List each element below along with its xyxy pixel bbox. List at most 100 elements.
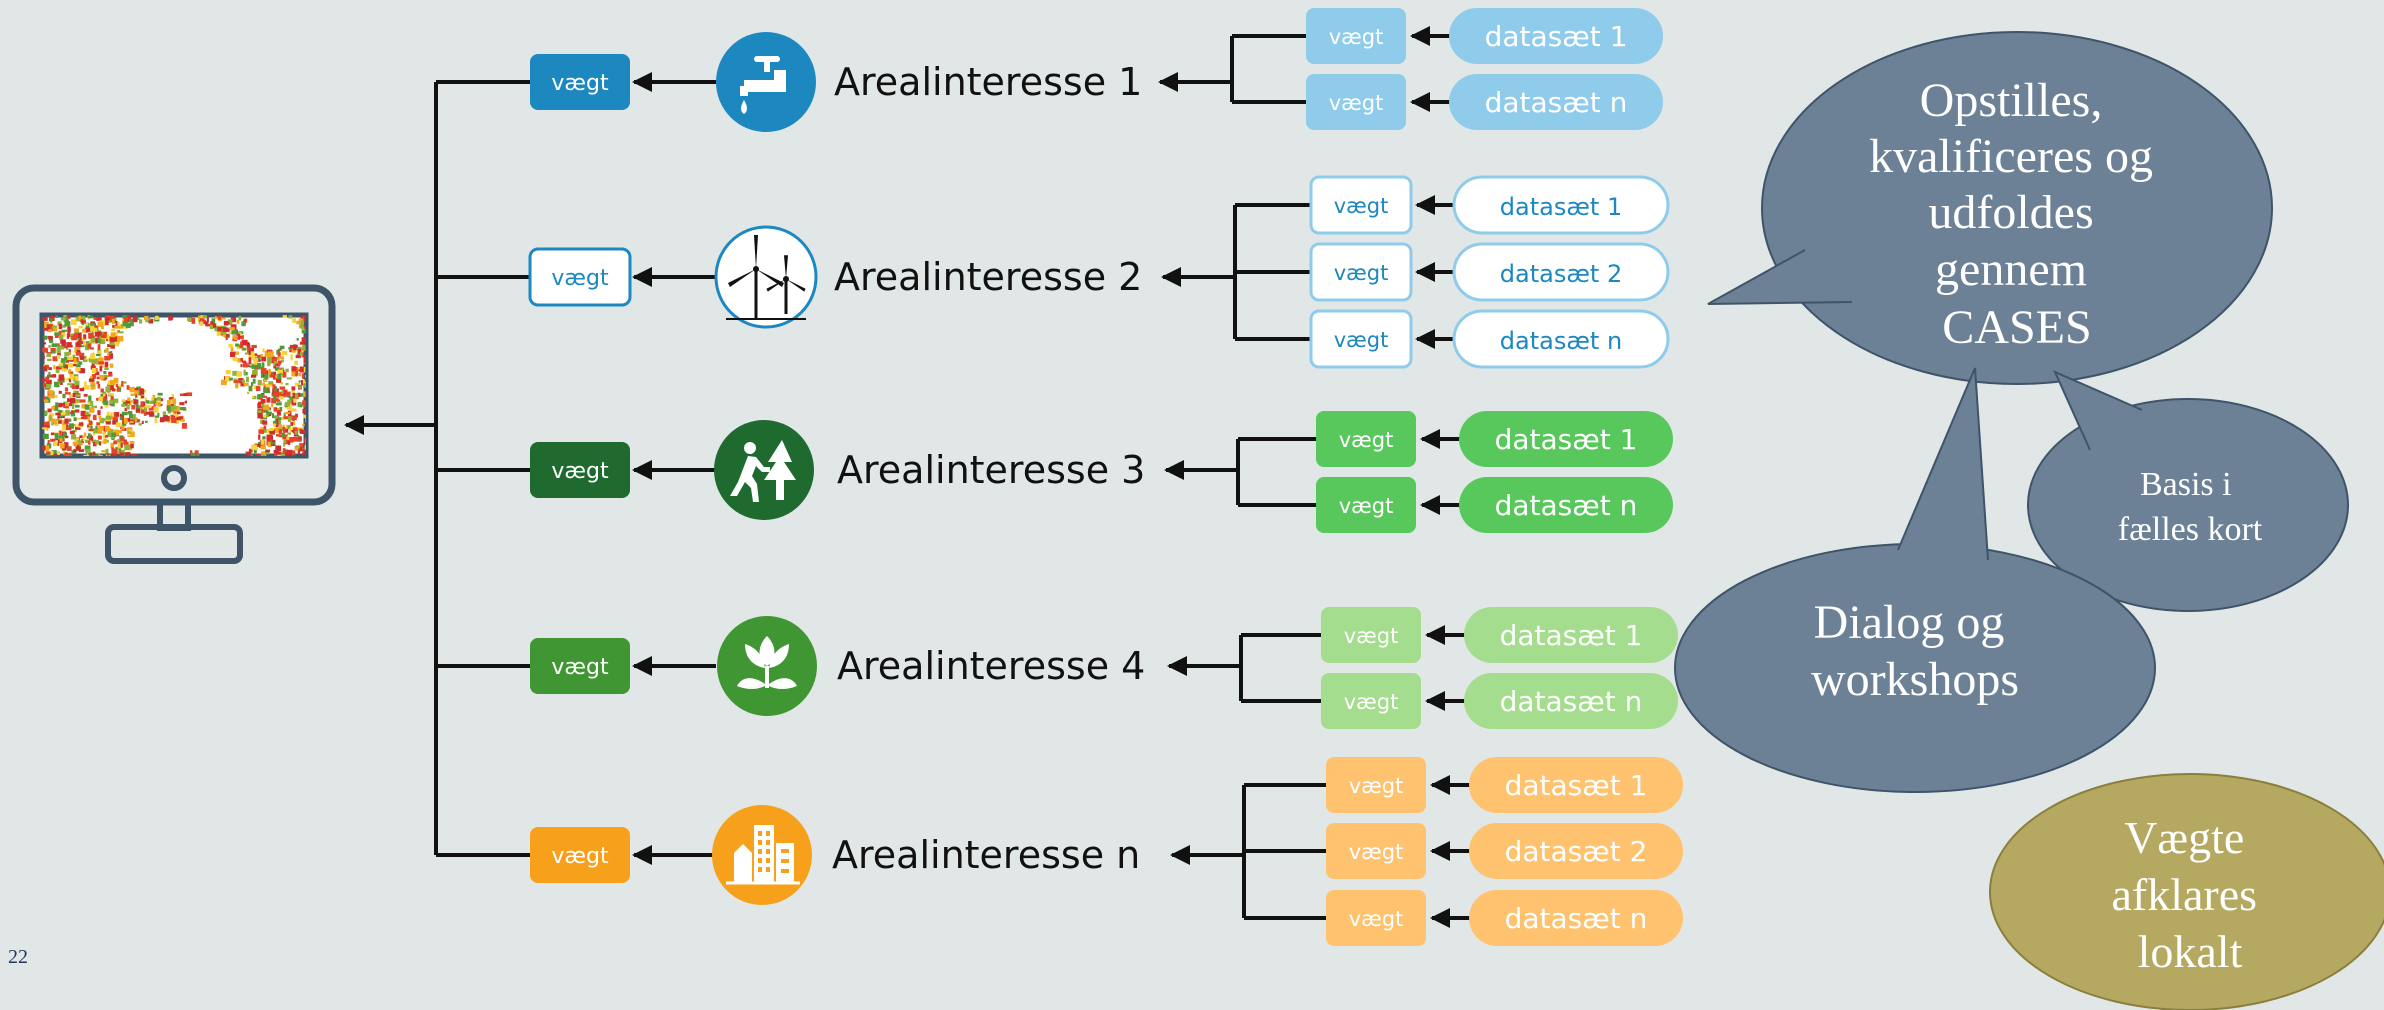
dataset-weight-label: vægt	[1334, 328, 1389, 352]
svg-text:Vægte afklares lok: Vægte afklares lokalt	[2111, 812, 2268, 977]
dataset-item: vægt datasæt 2	[1235, 242, 1670, 302]
dataset-pill	[1464, 673, 1678, 729]
dataset-pill	[1469, 757, 1683, 813]
dataset-item: vægt datasæt 1	[1238, 411, 1673, 467]
dataset-name: datasæt 1	[1495, 423, 1638, 456]
dataset-weight-box	[1321, 673, 1421, 729]
dataset-pill	[1452, 242, 1670, 302]
flower-icon	[717, 616, 817, 716]
dataset-weight-box	[1316, 477, 1416, 533]
dataset-weight-label: vægt	[1349, 840, 1404, 864]
callout-basis: Basis i fælles kort	[2027, 370, 2349, 612]
computer-monitor-icon	[12, 284, 336, 564]
weights-line-2: afklares	[2111, 869, 2257, 920]
dataset-name: datasæt 2	[1500, 260, 1622, 288]
dataset-pill	[1469, 890, 1683, 946]
interest-weight-box	[530, 442, 630, 498]
basis-line-2: fælles kort	[2118, 511, 2263, 548]
dataset-pill	[1469, 823, 1683, 879]
dataset-weight-box	[1309, 309, 1413, 369]
interest-row-1: vægt Arealinteresse 1 vægt datasæt 1 vægt dat…	[436, 8, 1663, 132]
dataset-pill	[1459, 411, 1673, 467]
interest-weight-box	[530, 827, 630, 883]
interest-weight-box	[530, 638, 630, 694]
interest-weight-label: vægt	[551, 459, 609, 484]
callout-dialog: Dialog og workshops	[1674, 367, 2156, 793]
cases-line-2: kvalificeres og	[1869, 130, 2153, 183]
interest-weight-label: vægt	[551, 655, 609, 680]
interest-weight-box	[528, 247, 632, 307]
svg-text:Opstilles, kvalificeres: Opstilles, kvalificeres og udfoldes genn…	[1869, 74, 2165, 354]
dataset-weight-label: vægt	[1339, 428, 1394, 452]
interest-label: Arealinteresse 4	[837, 644, 1145, 688]
dataset-name: datasæt n	[1500, 327, 1622, 355]
dataset-pill	[1449, 74, 1663, 130]
cases-line-5: CASES	[1942, 301, 2091, 354]
interest-weight-label: vægt	[551, 71, 609, 96]
dataset-name: datasæt n	[1500, 685, 1643, 718]
dataset-item: vægt datasæt n	[1235, 309, 1670, 369]
city-buildings-icon	[712, 805, 812, 905]
dataset-weight-box	[1306, 8, 1406, 64]
cases-line-1: Opstilles,	[1920, 74, 2103, 127]
dataset-weight-label: vægt	[1349, 774, 1404, 798]
dataset-pill	[1464, 607, 1678, 663]
interest-weight-label: vægt	[551, 266, 609, 291]
callout-weights: Vægte afklares lokalt	[1989, 773, 2384, 1010]
dataset-weight-box	[1326, 823, 1426, 879]
dataset-item: vægt datasæt n	[1244, 890, 1683, 946]
dataset-weight-label: vægt	[1334, 194, 1389, 218]
cases-line-3: udfoldes	[1928, 186, 2093, 239]
dataset-weight-label: vægt	[1349, 907, 1404, 931]
dataset-name: datasæt 2	[1505, 835, 1648, 868]
interest-label: Arealinteresse 3	[837, 448, 1145, 492]
dataset-weight-label: vægt	[1329, 91, 1384, 115]
dialog-line-2: workshops	[1811, 653, 2019, 706]
dataset-item: vægt datasæt 1	[1241, 607, 1678, 663]
basis-line-1: Basis i	[2140, 466, 2232, 503]
dataset-name: datasæt n	[1495, 489, 1638, 522]
interest-weight-box	[530, 54, 630, 110]
interest-label: Arealinteresse 1	[834, 60, 1142, 104]
svg-text:Basis i fælles kort: Basis i fælles kort	[2118, 466, 2263, 548]
dataset-name: datasæt n	[1485, 86, 1628, 119]
dataset-item: vægt datasæt n	[1232, 74, 1663, 130]
dataset-weight-box	[1306, 74, 1406, 130]
weights-line-1: Vægte	[2124, 812, 2244, 863]
water-tap-icon	[716, 32, 816, 132]
dataset-name: datasæt 1	[1485, 20, 1628, 53]
dataset-item: vægt datasæt 1	[1235, 175, 1670, 235]
cases-line-4: gennem	[1935, 243, 2087, 296]
dataset-name: datasæt n	[1505, 902, 1648, 935]
dataset-weight-box	[1309, 242, 1413, 302]
callout-cases: Opstilles, kvalificeres og udfoldes genn…	[1707, 31, 2273, 385]
dataset-weight-label: vægt	[1344, 690, 1399, 714]
dataset-weight-label: vægt	[1334, 261, 1389, 285]
dataset-weight-box	[1326, 890, 1426, 946]
svg-text:Dialog og workshops: Dialog og workshops	[1811, 596, 2019, 706]
dataset-item: vægt datasæt n	[1241, 673, 1678, 729]
dataset-item: vægt datasæt 1	[1244, 757, 1683, 813]
dataset-name: datasæt 1	[1500, 619, 1643, 652]
dataset-name: datasæt 1	[1505, 769, 1648, 802]
dataset-weight-box	[1321, 607, 1421, 663]
dataset-weight-box	[1309, 175, 1413, 235]
dataset-weight-box	[1316, 411, 1416, 467]
hiker-tree-icon	[714, 420, 814, 520]
wind-turbine-icon	[714, 225, 818, 329]
dataset-name: datasæt 1	[1500, 193, 1622, 221]
dataset-pill	[1452, 309, 1670, 369]
weights-line-3: lokalt	[2138, 926, 2243, 977]
dataset-pill	[1449, 8, 1663, 64]
dialog-line-1: Dialog og	[1814, 596, 2005, 649]
dataset-weight-label: vægt	[1344, 624, 1399, 648]
heat-map-image	[42, 315, 306, 456]
